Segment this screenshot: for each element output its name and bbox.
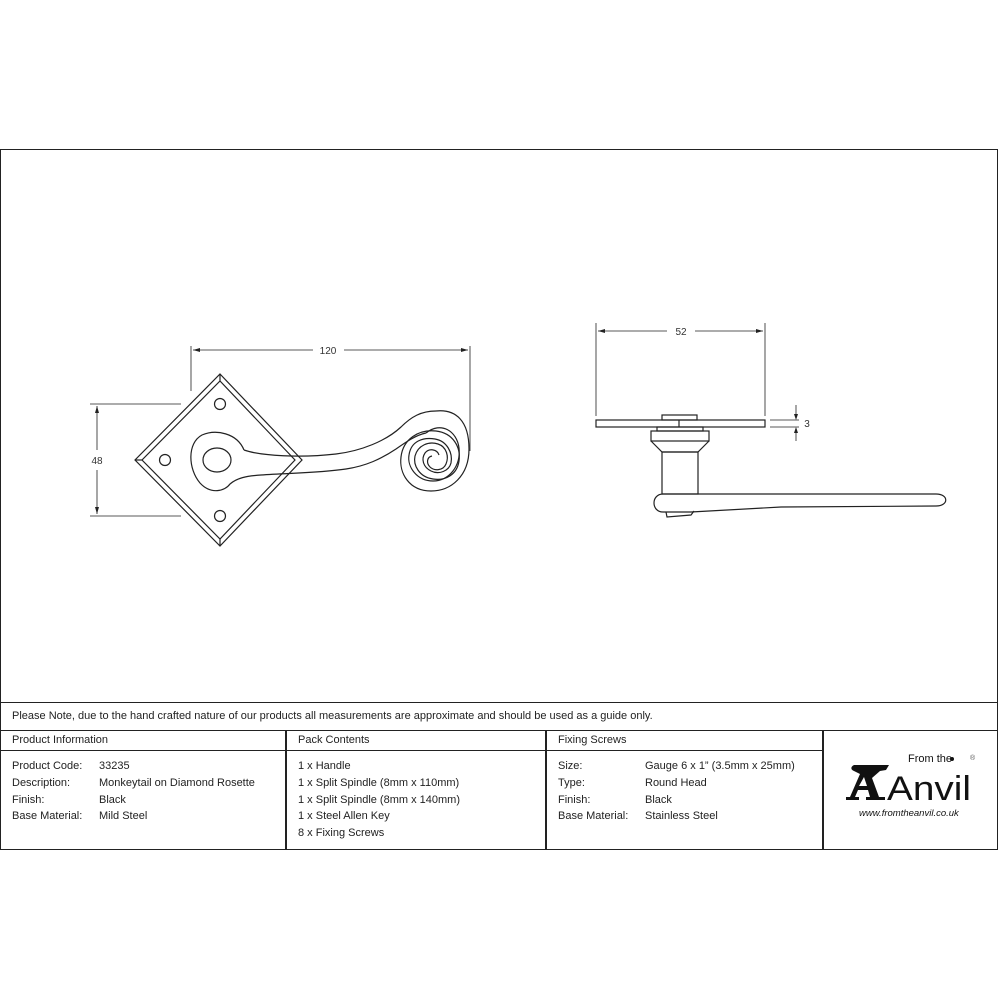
dim-height-label: 48 (91, 456, 103, 467)
field-label: Size: (558, 760, 583, 772)
field-label: Description: (12, 776, 71, 789)
spec-sheet: 120 48 52 3 Please Note, due to the hand… (0, 149, 998, 850)
pack-item: 1 x Handle (298, 760, 351, 772)
disclaimer-note: Please Note, due to the hand crafted nat… (1, 702, 997, 731)
from-the-anvil-logo: From the Anvil ® www.fromtheanvil.co.uk (824, 730, 999, 849)
field-value: Monkeytail on Diamond Rosette (99, 776, 255, 789)
pack-contents-heading: Pack Contents (287, 730, 546, 751)
logo-url: www.fromtheanvil.co.uk (859, 808, 960, 819)
product-info-row: Product Code: 33235 (12, 758, 287, 775)
registered-mark: ® (970, 754, 976, 762)
product-information-panel: Product Information Product Code: 33235 D… (1, 730, 287, 849)
field-value: Gauge 6 x 1” (3.5mm x 25mm) (645, 760, 795, 772)
logo-from-the: From the (908, 753, 952, 765)
screw-info-row: Size: Gauge 6 x 1” (3.5mm x 25mm) (558, 758, 824, 775)
field-value: Black (99, 793, 126, 806)
pack-item: 1 x Steel Allen Key (298, 810, 390, 823)
pack-item: 8 x Fixing Screws (298, 827, 385, 840)
fixing-screws-heading: Fixing Screws (547, 730, 824, 751)
product-information-heading: Product Information (1, 730, 287, 751)
column-divider (545, 730, 547, 850)
product-info-row: Base Material: Mild Steel (12, 808, 287, 825)
field-value: Mild Steel (99, 810, 148, 823)
dim-thickness-label: 3 (804, 419, 810, 430)
dim-side-width-label: 52 (675, 327, 687, 338)
screw-info-row: Base Material: Stainless Steel (558, 808, 824, 825)
anvil-icon (846, 765, 889, 800)
field-label: Base Material: (558, 810, 629, 823)
field-label: Type: (558, 776, 585, 789)
field-label: Finish: (558, 793, 591, 806)
field-label: Finish: (12, 793, 45, 806)
pack-item: 1 x Split Spindle (8mm x 110mm) (298, 776, 460, 789)
field-value: Round Head (645, 776, 707, 789)
pack-item: 1 x Split Spindle (8mm x 140mm) (298, 793, 460, 806)
field-label: Product Code: (12, 760, 83, 772)
field-value: 33235 (99, 760, 130, 772)
pack-contents-panel: Pack Contents 1 x Handle 1 x Split Spind… (287, 730, 546, 849)
field-value: Stainless Steel (645, 810, 718, 823)
column-divider (822, 730, 824, 850)
screw-info-row: Type: Round Head (558, 775, 824, 792)
field-value: Black (645, 793, 672, 806)
logo-brand: Anvil (887, 770, 971, 808)
product-info-row: Finish: Black (12, 792, 287, 809)
dim-width-label: 120 (320, 346, 337, 357)
fixing-screws-panel: Fixing Screws Size: Gauge 6 x 1” (3.5mm x… (547, 730, 824, 849)
column-divider (285, 730, 287, 850)
product-info-row: Description: Monkeytail on Diamond Rosett… (12, 775, 287, 792)
technical-drawing: 120 48 52 3 (90, 323, 947, 547)
field-label: Base Material: (12, 810, 83, 823)
screw-info-row: Finish: Black (558, 792, 824, 809)
